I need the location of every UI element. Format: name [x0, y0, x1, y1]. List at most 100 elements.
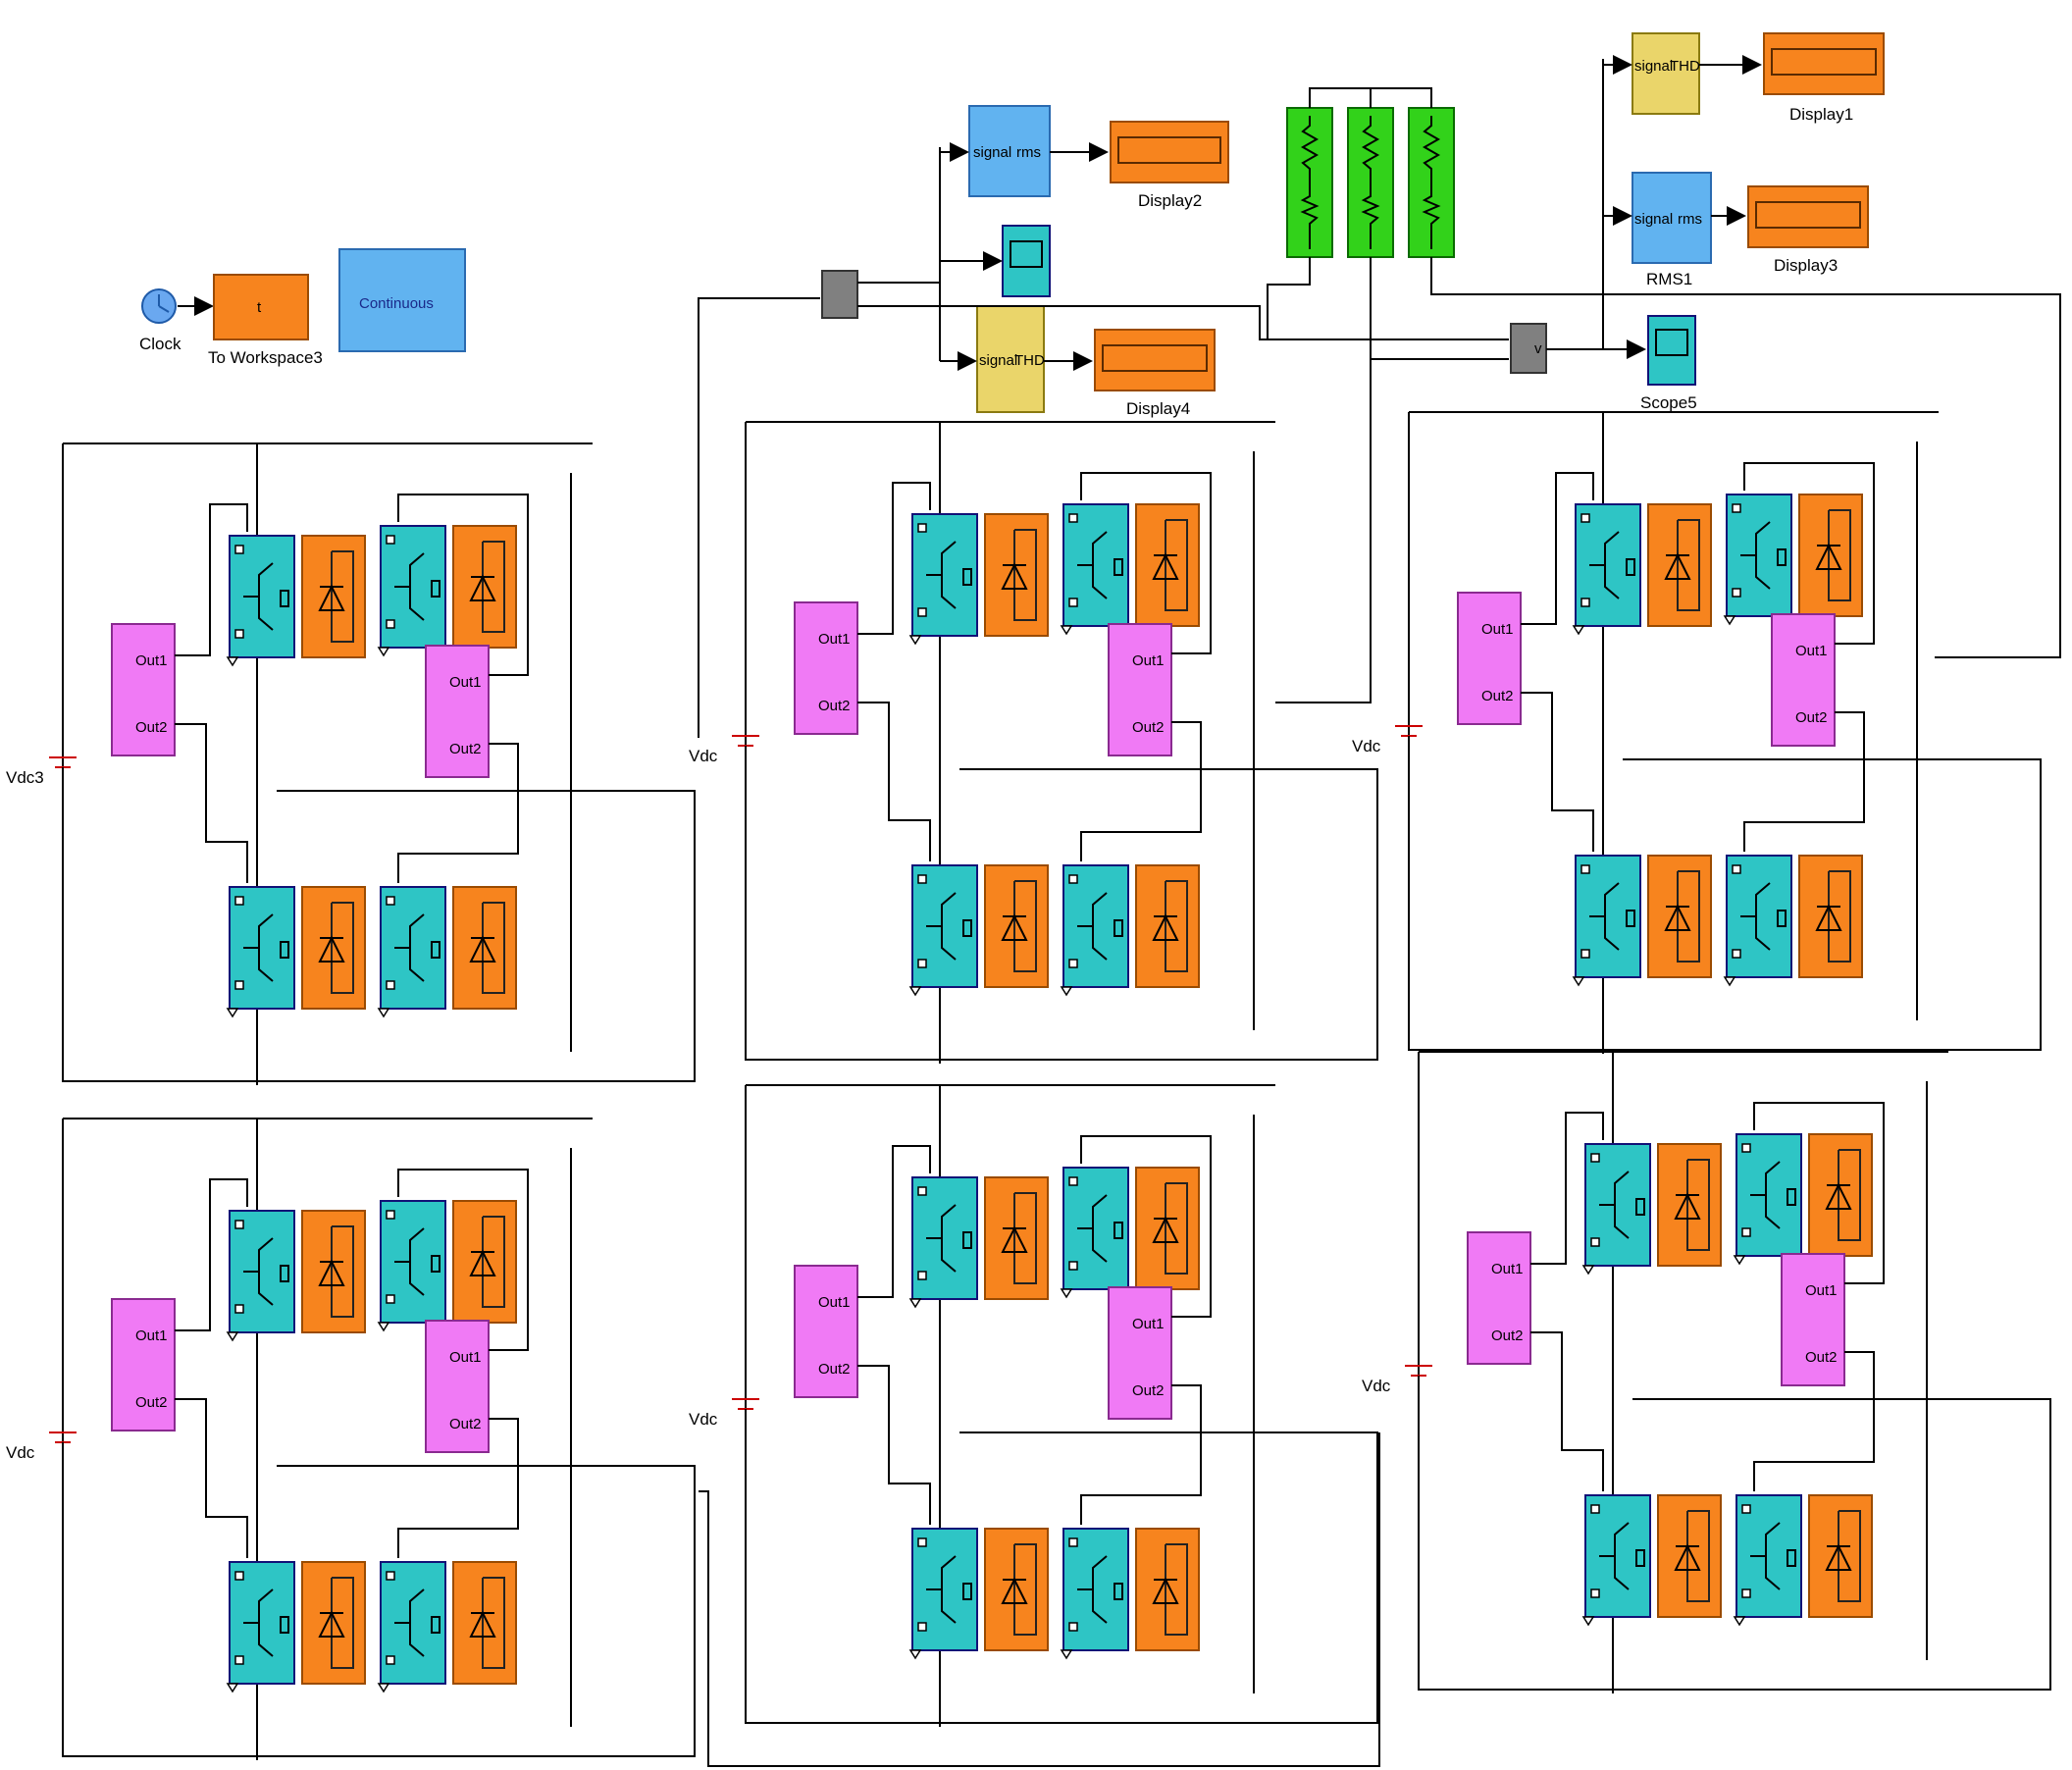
- rms-rms-text: rms: [1016, 144, 1041, 161]
- rms-block[interactable]: [968, 105, 1051, 197]
- display3-label: Display3: [1774, 256, 1838, 275]
- pulse-generator-2-right[interactable]: [1108, 623, 1172, 756]
- pulse-generator-5-left[interactable]: [1467, 1231, 1531, 1365]
- diode-0-upper-left[interactable]: [301, 535, 366, 658]
- diode-4-lower-right[interactable]: [1798, 855, 1863, 978]
- dc-source-label-2: Vdc: [689, 747, 718, 765]
- pulse-generator-4-left[interactable]: [1457, 592, 1522, 725]
- pulse-generator-3-right[interactable]: [1108, 1286, 1172, 1420]
- igbt-4-lower-left[interactable]: [1575, 855, 1641, 978]
- pulse-generator-0-right[interactable]: [425, 645, 490, 778]
- diode-2-lower-left[interactable]: [984, 864, 1049, 988]
- display1-label: Display1: [1789, 105, 1853, 124]
- continuous-label: Continuous: [359, 295, 434, 312]
- thd2-thd-text: THD: [1670, 58, 1700, 75]
- out1-label-1-left: Out1: [135, 1328, 168, 1344]
- out2-label-0-left: Out2: [135, 719, 168, 736]
- diode-5-upper-right[interactable]: [1808, 1133, 1873, 1257]
- thd-thd-text: THD: [1014, 352, 1045, 369]
- diode-5-lower-left[interactable]: [1657, 1494, 1722, 1618]
- display1-block[interactable]: [1763, 32, 1885, 95]
- pulse-generator-2-left[interactable]: [794, 601, 858, 735]
- rms-signal-text: signal: [973, 144, 1011, 161]
- thd2-signal-text: signal: [1634, 58, 1673, 75]
- rms1-label: RMS1: [1646, 270, 1692, 288]
- diode-3-lower-right[interactable]: [1135, 1528, 1200, 1651]
- diode-3-lower-left[interactable]: [984, 1528, 1049, 1651]
- dc-source-label-1: Vdc: [6, 1443, 35, 1462]
- to-workspace-label: To Workspace3: [208, 348, 323, 367]
- out2-label-1-left: Out2: [135, 1394, 168, 1411]
- out2-label-4-right: Out2: [1795, 709, 1828, 726]
- out1-label-2-left: Out1: [818, 631, 851, 648]
- display2-label: Display2: [1138, 191, 1202, 210]
- out2-label-2-left: Out2: [818, 698, 851, 714]
- dc-source-label-4: Vdc: [1352, 737, 1381, 755]
- thd-block[interactable]: [976, 305, 1045, 413]
- out2-label-4-left: Out2: [1481, 688, 1514, 704]
- diode-5-upper-left[interactable]: [1657, 1143, 1722, 1267]
- continuous-powergui-block[interactable]: [338, 248, 466, 352]
- out2-label-5-left: Out2: [1491, 1328, 1524, 1344]
- diode-2-lower-right[interactable]: [1135, 864, 1200, 988]
- out1-label-3-right: Out1: [1132, 1316, 1165, 1332]
- out1-label-1-right: Out1: [449, 1349, 482, 1366]
- diode-2-upper-right[interactable]: [1135, 503, 1200, 627]
- diode-2-upper-left[interactable]: [984, 513, 1049, 637]
- out2-label-1-right: Out2: [449, 1416, 482, 1432]
- diode-1-upper-left[interactable]: [301, 1210, 366, 1333]
- rms-block-2[interactable]: [1632, 172, 1712, 264]
- diode-0-lower-left[interactable]: [301, 886, 366, 1010]
- voltage-measurement-2[interactable]: [1510, 323, 1547, 374]
- out1-label-3-left: Out1: [818, 1294, 851, 1311]
- thd-block-2[interactable]: [1632, 32, 1700, 115]
- to-workspace-block[interactable]: [213, 274, 309, 340]
- display2-block[interactable]: [1110, 121, 1229, 183]
- display4-block[interactable]: [1094, 329, 1216, 391]
- pulse-generator-4-right[interactable]: [1771, 613, 1836, 747]
- display3-block[interactable]: [1747, 185, 1869, 248]
- rms2-rms-text: rms: [1678, 211, 1702, 228]
- diode-1-lower-right[interactable]: [452, 1561, 517, 1685]
- dc-source-label-3: Vdc: [689, 1410, 718, 1429]
- out1-label-0-right: Out1: [449, 674, 482, 691]
- rl-load-b[interactable]: [1347, 107, 1394, 258]
- display4-label: Display4: [1126, 399, 1190, 418]
- out2-label-0-right: Out2: [449, 741, 482, 757]
- diode-5-lower-right[interactable]: [1808, 1494, 1873, 1618]
- diode-1-lower-left[interactable]: [301, 1561, 366, 1685]
- clock-label: Clock: [139, 335, 181, 353]
- v-meas-label: v: [1534, 340, 1542, 357]
- diode-3-upper-left[interactable]: [984, 1176, 1049, 1300]
- out1-label-4-left: Out1: [1481, 621, 1514, 638]
- diode-4-lower-left[interactable]: [1647, 855, 1712, 978]
- diode-4-upper-right[interactable]: [1798, 494, 1863, 617]
- pulse-generator-5-right[interactable]: [1781, 1253, 1845, 1386]
- out2-label-3-left: Out2: [818, 1361, 851, 1378]
- diode-4-upper-left[interactable]: [1647, 503, 1712, 627]
- diode-3-upper-right[interactable]: [1135, 1167, 1200, 1290]
- rl-load-a[interactable]: [1286, 107, 1333, 258]
- out1-label-5-left: Out1: [1491, 1261, 1524, 1277]
- diode-0-upper-right[interactable]: [452, 525, 517, 649]
- out2-label-2-right: Out2: [1132, 719, 1165, 736]
- clock-block[interactable]: [141, 288, 177, 324]
- out1-label-0-left: Out1: [135, 652, 168, 669]
- dc-source-label-0: Vdc3: [6, 768, 44, 787]
- pulse-generator-0-left[interactable]: [111, 623, 176, 756]
- out1-label-4-right: Out1: [1795, 643, 1828, 659]
- rl-load-c[interactable]: [1408, 107, 1455, 258]
- out1-label-2-right: Out1: [1132, 652, 1165, 669]
- out2-label-3-right: Out2: [1132, 1382, 1165, 1399]
- scope5-label: Scope5: [1640, 393, 1697, 412]
- pulse-generator-3-left[interactable]: [794, 1265, 858, 1398]
- pulse-generator-1-right[interactable]: [425, 1320, 490, 1453]
- thd-signal-text: signal: [979, 352, 1017, 369]
- voltage-measurement-1[interactable]: [821, 270, 858, 319]
- diode-0-lower-right[interactable]: [452, 886, 517, 1010]
- pulse-generator-1-left[interactable]: [111, 1298, 176, 1432]
- dc-source-label-5: Vdc: [1362, 1377, 1391, 1395]
- diode-1-upper-right[interactable]: [452, 1200, 517, 1324]
- to-workspace-text: t: [257, 299, 262, 316]
